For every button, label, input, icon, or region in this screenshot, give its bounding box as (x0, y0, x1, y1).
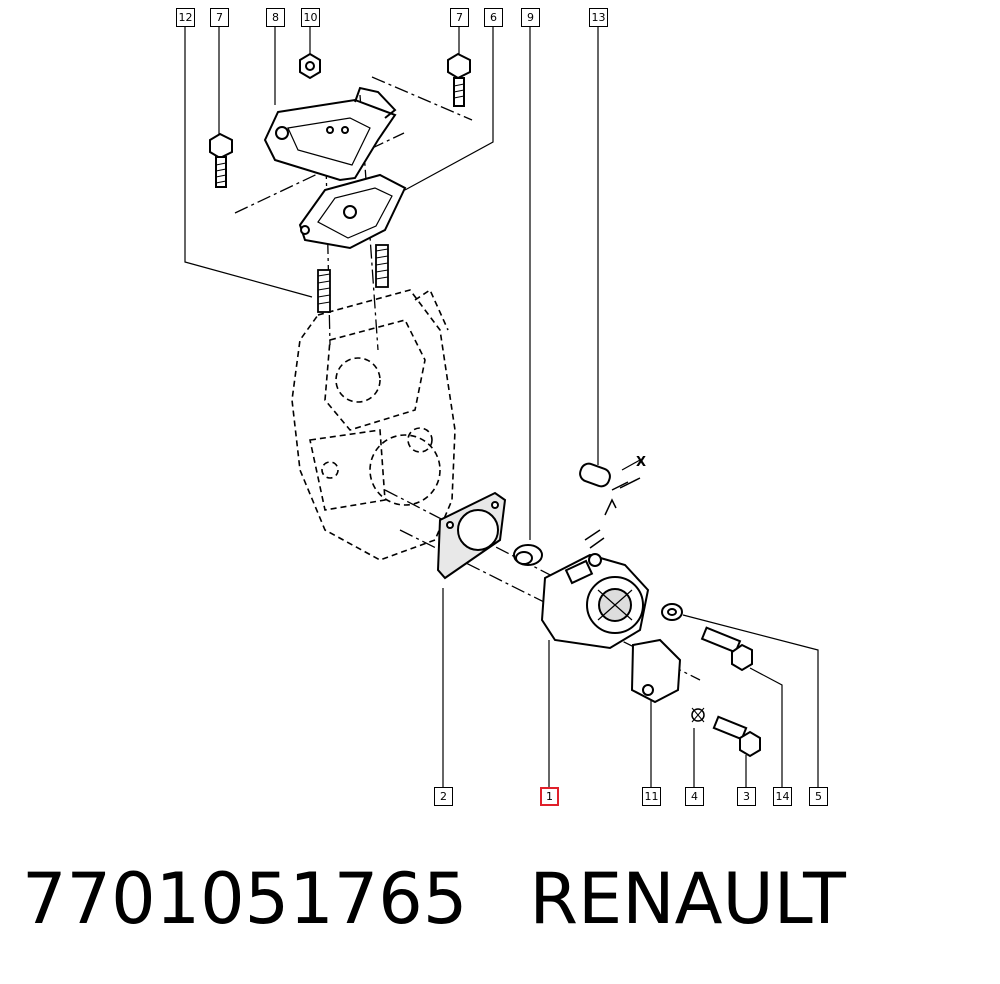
part-number: 7701051765 (22, 858, 468, 940)
callout-7-left[interactable]: 7 (210, 8, 229, 27)
axis-line-top-2 (371, 76, 473, 121)
callout-14[interactable]: 14 (773, 787, 792, 806)
bolt-part-7-left (209, 132, 233, 188)
bolt-part-7-right (447, 52, 471, 107)
bracket-part-8 (263, 86, 397, 182)
callout-1-highlighted[interactable]: 1 (540, 787, 559, 806)
gasket-part-6 (298, 173, 407, 250)
bolt-part-14 (700, 626, 753, 672)
callout-10[interactable]: 10 (301, 8, 320, 27)
caption: 7701051765 RENAULT (22, 858, 846, 940)
stud-part-12 (317, 244, 389, 313)
callout-2[interactable]: 2 (434, 787, 453, 806)
vacuum-pump-part-1 (540, 529, 650, 650)
callout-12[interactable]: 12 (176, 8, 195, 27)
nut-part-10 (299, 52, 321, 80)
callout-6[interactable]: 6 (484, 8, 503, 27)
axis-x-label: X (636, 455, 647, 470)
bolt-part-3 (712, 715, 761, 758)
engine-block-outline (291, 288, 456, 561)
parts-exploded-diagram (184, 25, 819, 788)
leader-12 (184, 25, 313, 298)
callout-8[interactable]: 8 (266, 8, 285, 27)
lockwasher-part-4 (691, 707, 705, 723)
callout-7-right[interactable]: 7 (450, 8, 469, 27)
leader-5 (682, 614, 819, 788)
brand-name: RENAULT (529, 858, 846, 940)
leader-14 (749, 667, 783, 788)
callout-9[interactable]: 9 (521, 8, 540, 27)
callout-3[interactable]: 3 (737, 787, 756, 806)
callout-4[interactable]: 4 (685, 787, 704, 806)
filter-part-13 (579, 459, 641, 516)
bracket-part-11 (630, 638, 682, 704)
callout-5[interactable]: 5 (809, 787, 828, 806)
leader-6 (404, 25, 494, 191)
callout-13[interactable]: 13 (589, 8, 608, 27)
seal-part-9 (513, 544, 543, 566)
washer-part-5 (661, 603, 683, 621)
gasket-part-2 (436, 491, 507, 580)
callout-11[interactable]: 11 (642, 787, 661, 806)
